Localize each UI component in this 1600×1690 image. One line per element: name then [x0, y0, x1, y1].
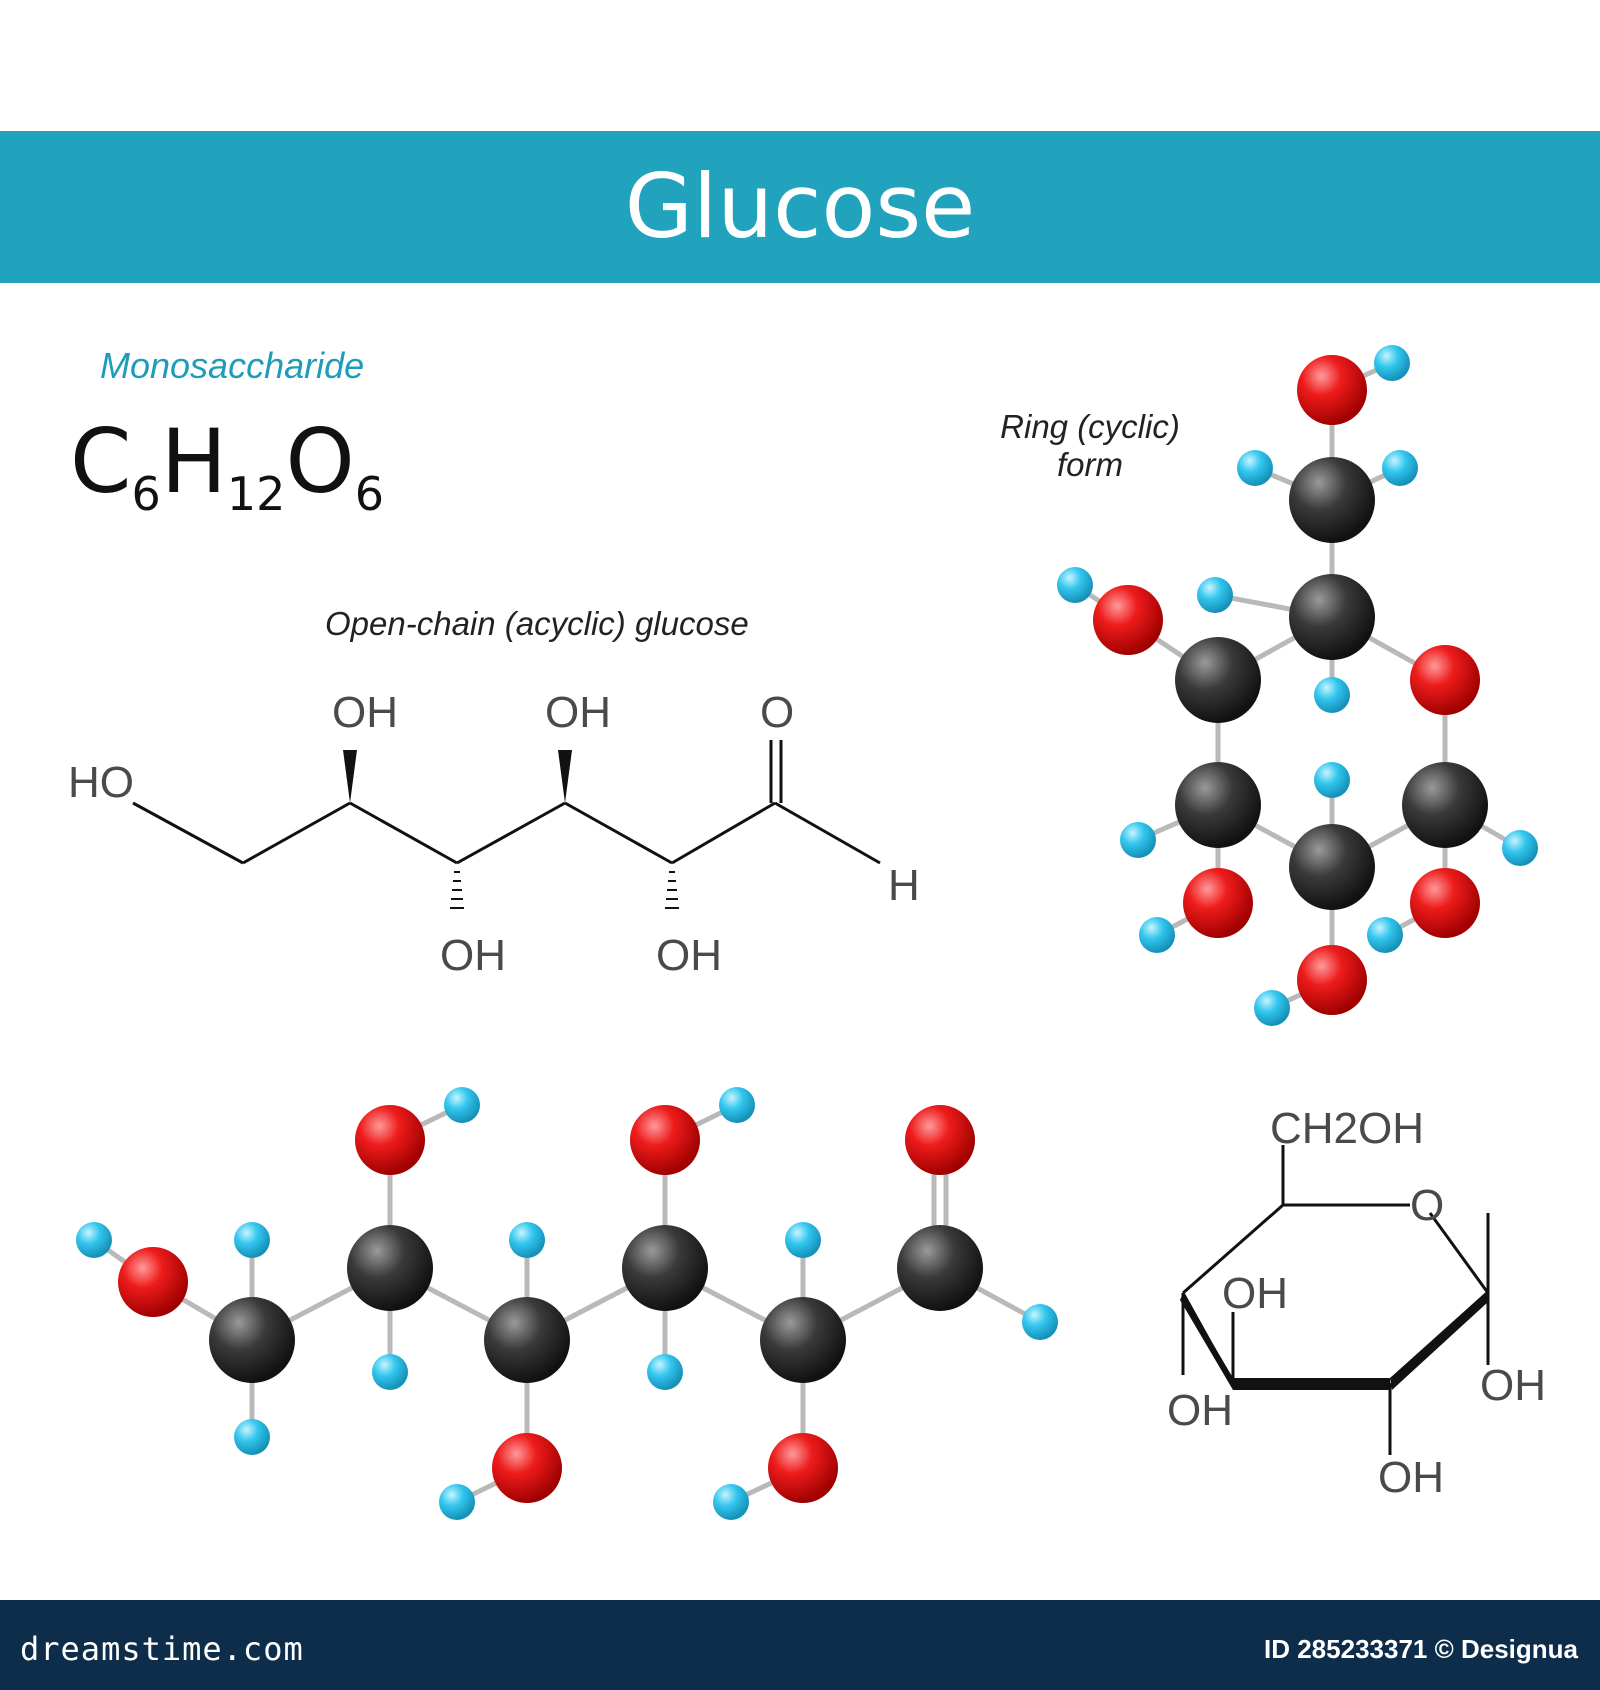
open-chain-oh-bottom-1: OH	[440, 931, 506, 980]
haworth-bold-right-edge	[1390, 1290, 1488, 1390]
ring-oh-left: OH	[1167, 1386, 1233, 1435]
open-chain-aldehyde-h: H	[888, 861, 920, 910]
hydrogen-atom	[439, 1484, 475, 1520]
hydrogen-atom	[647, 1354, 683, 1390]
hydrogen-atom	[372, 1354, 408, 1390]
footer-bar: dreamstime.com ID 285233371 © Designua	[0, 1600, 1600, 1690]
open-chain-ball-and-stick	[76, 1087, 1058, 1520]
oxygen-atom	[905, 1105, 975, 1175]
hydrogen-atom	[1314, 762, 1350, 798]
ring-label-line2: form	[1057, 446, 1123, 483]
open-chain-oh-top-1: OH	[332, 688, 398, 737]
hydrogen-atom	[1254, 990, 1290, 1026]
footer-brand: dreamstime.com	[20, 1630, 304, 1668]
hydrogen-atom	[509, 1222, 545, 1258]
carbon-atom	[622, 1225, 708, 1311]
hydrogen-atom	[1367, 917, 1403, 953]
ring-oh-right: OH	[1480, 1361, 1546, 1410]
footer-image-id: ID 285233371 © Designua	[1264, 1634, 1578, 1664]
hydrogen-atom	[1382, 450, 1418, 486]
wedge-bond-1	[343, 750, 357, 803]
title-banner: Glucose	[0, 131, 1600, 283]
formula-element-c: C	[70, 410, 132, 513]
ring-oxygen: O	[1410, 1181, 1444, 1230]
page-title: Glucose	[624, 155, 976, 258]
wedge-bond-2	[558, 750, 572, 803]
hydrogen-atom	[785, 1222, 821, 1258]
hydrogen-atom	[234, 1222, 270, 1258]
open-chain-skeletal-formula	[132, 740, 881, 865]
oxygen-atom	[1410, 868, 1480, 938]
formula-element-o: O	[285, 410, 355, 513]
oxygen-atom	[630, 1105, 700, 1175]
carbon-atom	[760, 1297, 846, 1383]
carbon-atom	[1289, 457, 1375, 543]
formula-element-h: H	[160, 410, 227, 513]
ring-form-label: Ring (cyclic) form	[960, 408, 1220, 484]
carbon-atom	[209, 1297, 295, 1383]
formula-count-h: 12	[226, 467, 286, 521]
open-chain-ho-left: HO	[68, 758, 134, 807]
haworth-bold-left-edge	[1180, 1293, 1233, 1390]
carbon-atom	[1289, 574, 1375, 660]
skeletal-formulas: HO OH OH O H OH OH CH2OH O OH OH OH OH	[68, 688, 1546, 1502]
haworth-bold-bottom-edge	[1233, 1378, 1390, 1390]
oxygen-atom	[492, 1433, 562, 1503]
hydrogen-atom	[713, 1484, 749, 1520]
hydrogen-atom	[1374, 345, 1410, 381]
hydrogen-atom	[1022, 1304, 1058, 1340]
oxygen-atom	[1410, 645, 1480, 715]
ring-ch2oh: CH2OH	[1270, 1104, 1424, 1153]
hydrogen-atom	[1139, 917, 1175, 953]
hydrogen-atom	[76, 1222, 112, 1258]
hydrogen-atom	[1237, 450, 1273, 486]
hydrogen-atom	[1502, 830, 1538, 866]
hydrogen-atom	[719, 1087, 755, 1123]
carbon-atom	[1289, 824, 1375, 910]
carbon-atom	[1402, 762, 1488, 848]
ring-oh-inner: OH	[1222, 1269, 1288, 1318]
oxygen-atom	[1093, 585, 1163, 655]
ring-form-ball-and-stick	[1057, 345, 1538, 1026]
open-chain-oh-bottom-2: OH	[656, 931, 722, 980]
hydrogen-atom	[234, 1419, 270, 1455]
subtitle: Monosaccharide	[100, 345, 365, 386]
carbon-atom	[1175, 762, 1261, 848]
open-chain-label: Open-chain (acyclic) glucose	[325, 605, 749, 642]
ball-and-stick-models	[76, 345, 1538, 1520]
oxygen-atom	[768, 1433, 838, 1503]
ring-oh-bottom: OH	[1378, 1453, 1444, 1502]
carbon-atom	[897, 1225, 983, 1311]
formula-count-c: 6	[131, 467, 161, 521]
oxygen-atom	[118, 1247, 188, 1317]
hydrogen-atom	[444, 1087, 480, 1123]
ring-label-line1: Ring (cyclic)	[1000, 408, 1180, 445]
hydrogen-atom	[1120, 822, 1156, 858]
hydrogen-atom	[1314, 677, 1350, 713]
carbon-atom	[484, 1297, 570, 1383]
oxygen-atom	[1183, 868, 1253, 938]
open-chain-carbonyl-o: O	[760, 688, 794, 737]
formula-count-o: 6	[354, 467, 384, 521]
carbon-atom	[1175, 637, 1261, 723]
oxygen-atom	[1297, 945, 1367, 1015]
oxygen-atom	[355, 1105, 425, 1175]
molecular-formula: C6H12O6	[70, 410, 384, 521]
carbon-atom	[347, 1225, 433, 1311]
oxygen-atom	[1297, 355, 1367, 425]
hydrogen-atom	[1057, 567, 1093, 603]
open-chain-oh-top-2: OH	[545, 688, 611, 737]
hash-bond-2	[665, 871, 679, 909]
hydrogen-atom	[1197, 577, 1233, 613]
hash-bond-1	[450, 871, 464, 909]
